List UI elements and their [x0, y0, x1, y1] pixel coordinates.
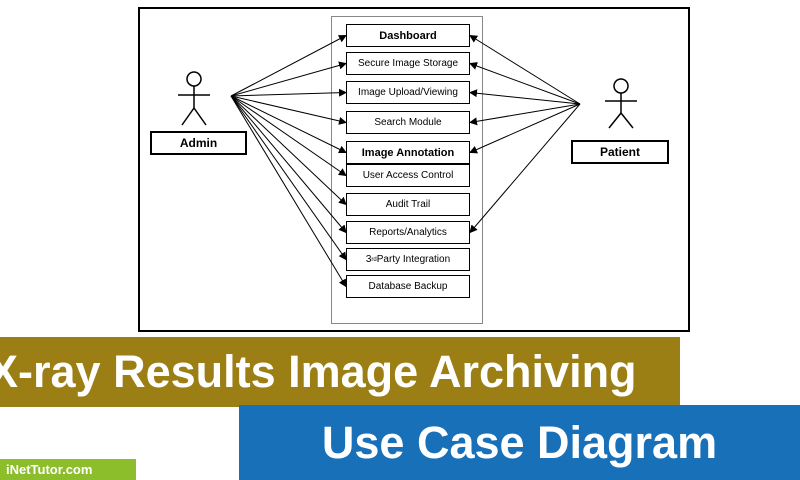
actor-admin-label: Admin	[150, 131, 247, 155]
brand-tag: iNetTutor.com	[0, 459, 136, 480]
association-admin-user-access-control	[230, 95, 347, 177]
use-case-audit-trail: Audit Trail	[346, 193, 470, 216]
use-case-image-annotation: Image Annotation	[346, 141, 470, 164]
association-admin-secure-image-storage	[230, 61, 347, 97]
association-admin-reports-analytics	[230, 95, 347, 234]
association-patient-dashboard	[469, 34, 581, 105]
association-admin-audit-trail	[230, 95, 347, 206]
association-admin-image-upload-viewing	[230, 88, 347, 97]
association-patient-image-annotation	[469, 103, 581, 154]
association-admin-database-backup	[230, 95, 347, 288]
association-patient-search-module	[469, 103, 581, 126]
association-admin-search-module	[230, 95, 347, 125]
admin-actor-figure	[178, 71, 210, 126]
association-admin-third-party-integration	[230, 95, 347, 261]
subtitle-banner: Use Case Diagram	[239, 405, 800, 480]
title-banner: X-ray Results Image Archiving	[0, 337, 680, 407]
use-case-user-access-control: User Access Control	[346, 164, 470, 187]
association-patient-image-upload-viewing	[469, 89, 581, 105]
association-admin-image-annotation	[230, 95, 347, 154]
use-case-label-prefix: 3	[365, 254, 372, 265]
association-admin-dashboard	[230, 35, 347, 97]
patient-actor-figure	[605, 78, 637, 129]
association-patient-reports-analytics	[469, 103, 581, 234]
association-patient-secure-image-storage	[469, 62, 581, 105]
use-case-dashboard: Dashboard	[346, 24, 470, 47]
actor-patient-label: Patient	[571, 140, 669, 164]
use-case-label-suffix: Party Integration	[376, 254, 451, 265]
